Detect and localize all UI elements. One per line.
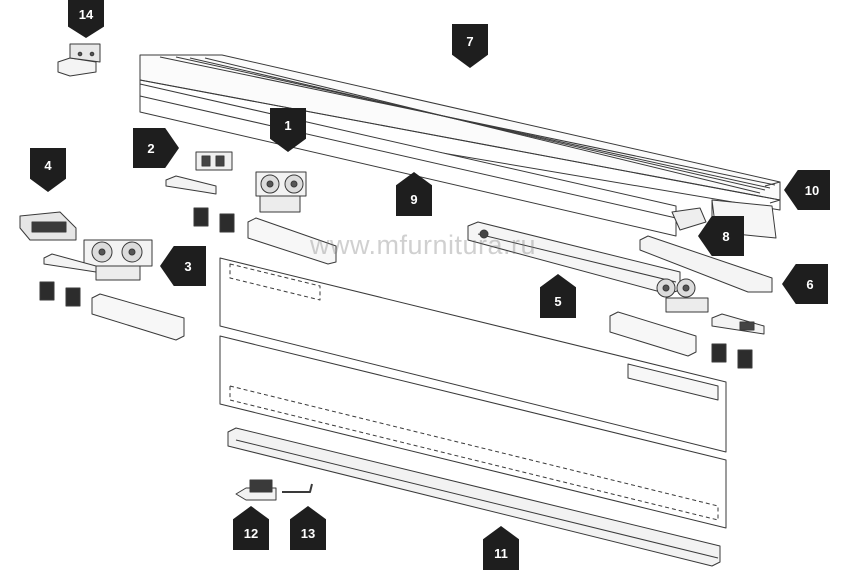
clips-set-a xyxy=(193,207,235,233)
bottom-guide-rail xyxy=(227,427,721,567)
connector-piece xyxy=(671,207,707,231)
activator-bar xyxy=(639,235,773,293)
clips-set-c xyxy=(711,343,753,369)
soft-close-mechanism xyxy=(467,221,709,313)
door-channel-1 xyxy=(247,217,337,265)
top-rail xyxy=(139,54,781,211)
door-panel-upper xyxy=(219,257,727,453)
watermark-text: www.mfurnitura.ru xyxy=(310,230,537,260)
door-panel-lower xyxy=(219,335,727,529)
wall-bracket xyxy=(57,43,101,77)
stopper xyxy=(165,151,233,195)
bottom-guide xyxy=(235,479,277,501)
right-stopper xyxy=(711,313,765,335)
roller-carriage-1 xyxy=(255,171,307,213)
roller-carriage-2 xyxy=(43,239,153,281)
clips-set-b xyxy=(39,281,81,307)
door-channel-3 xyxy=(609,311,697,357)
hex-key xyxy=(282,483,313,493)
damper-unit xyxy=(19,211,77,241)
door-channel-2 xyxy=(91,293,185,341)
